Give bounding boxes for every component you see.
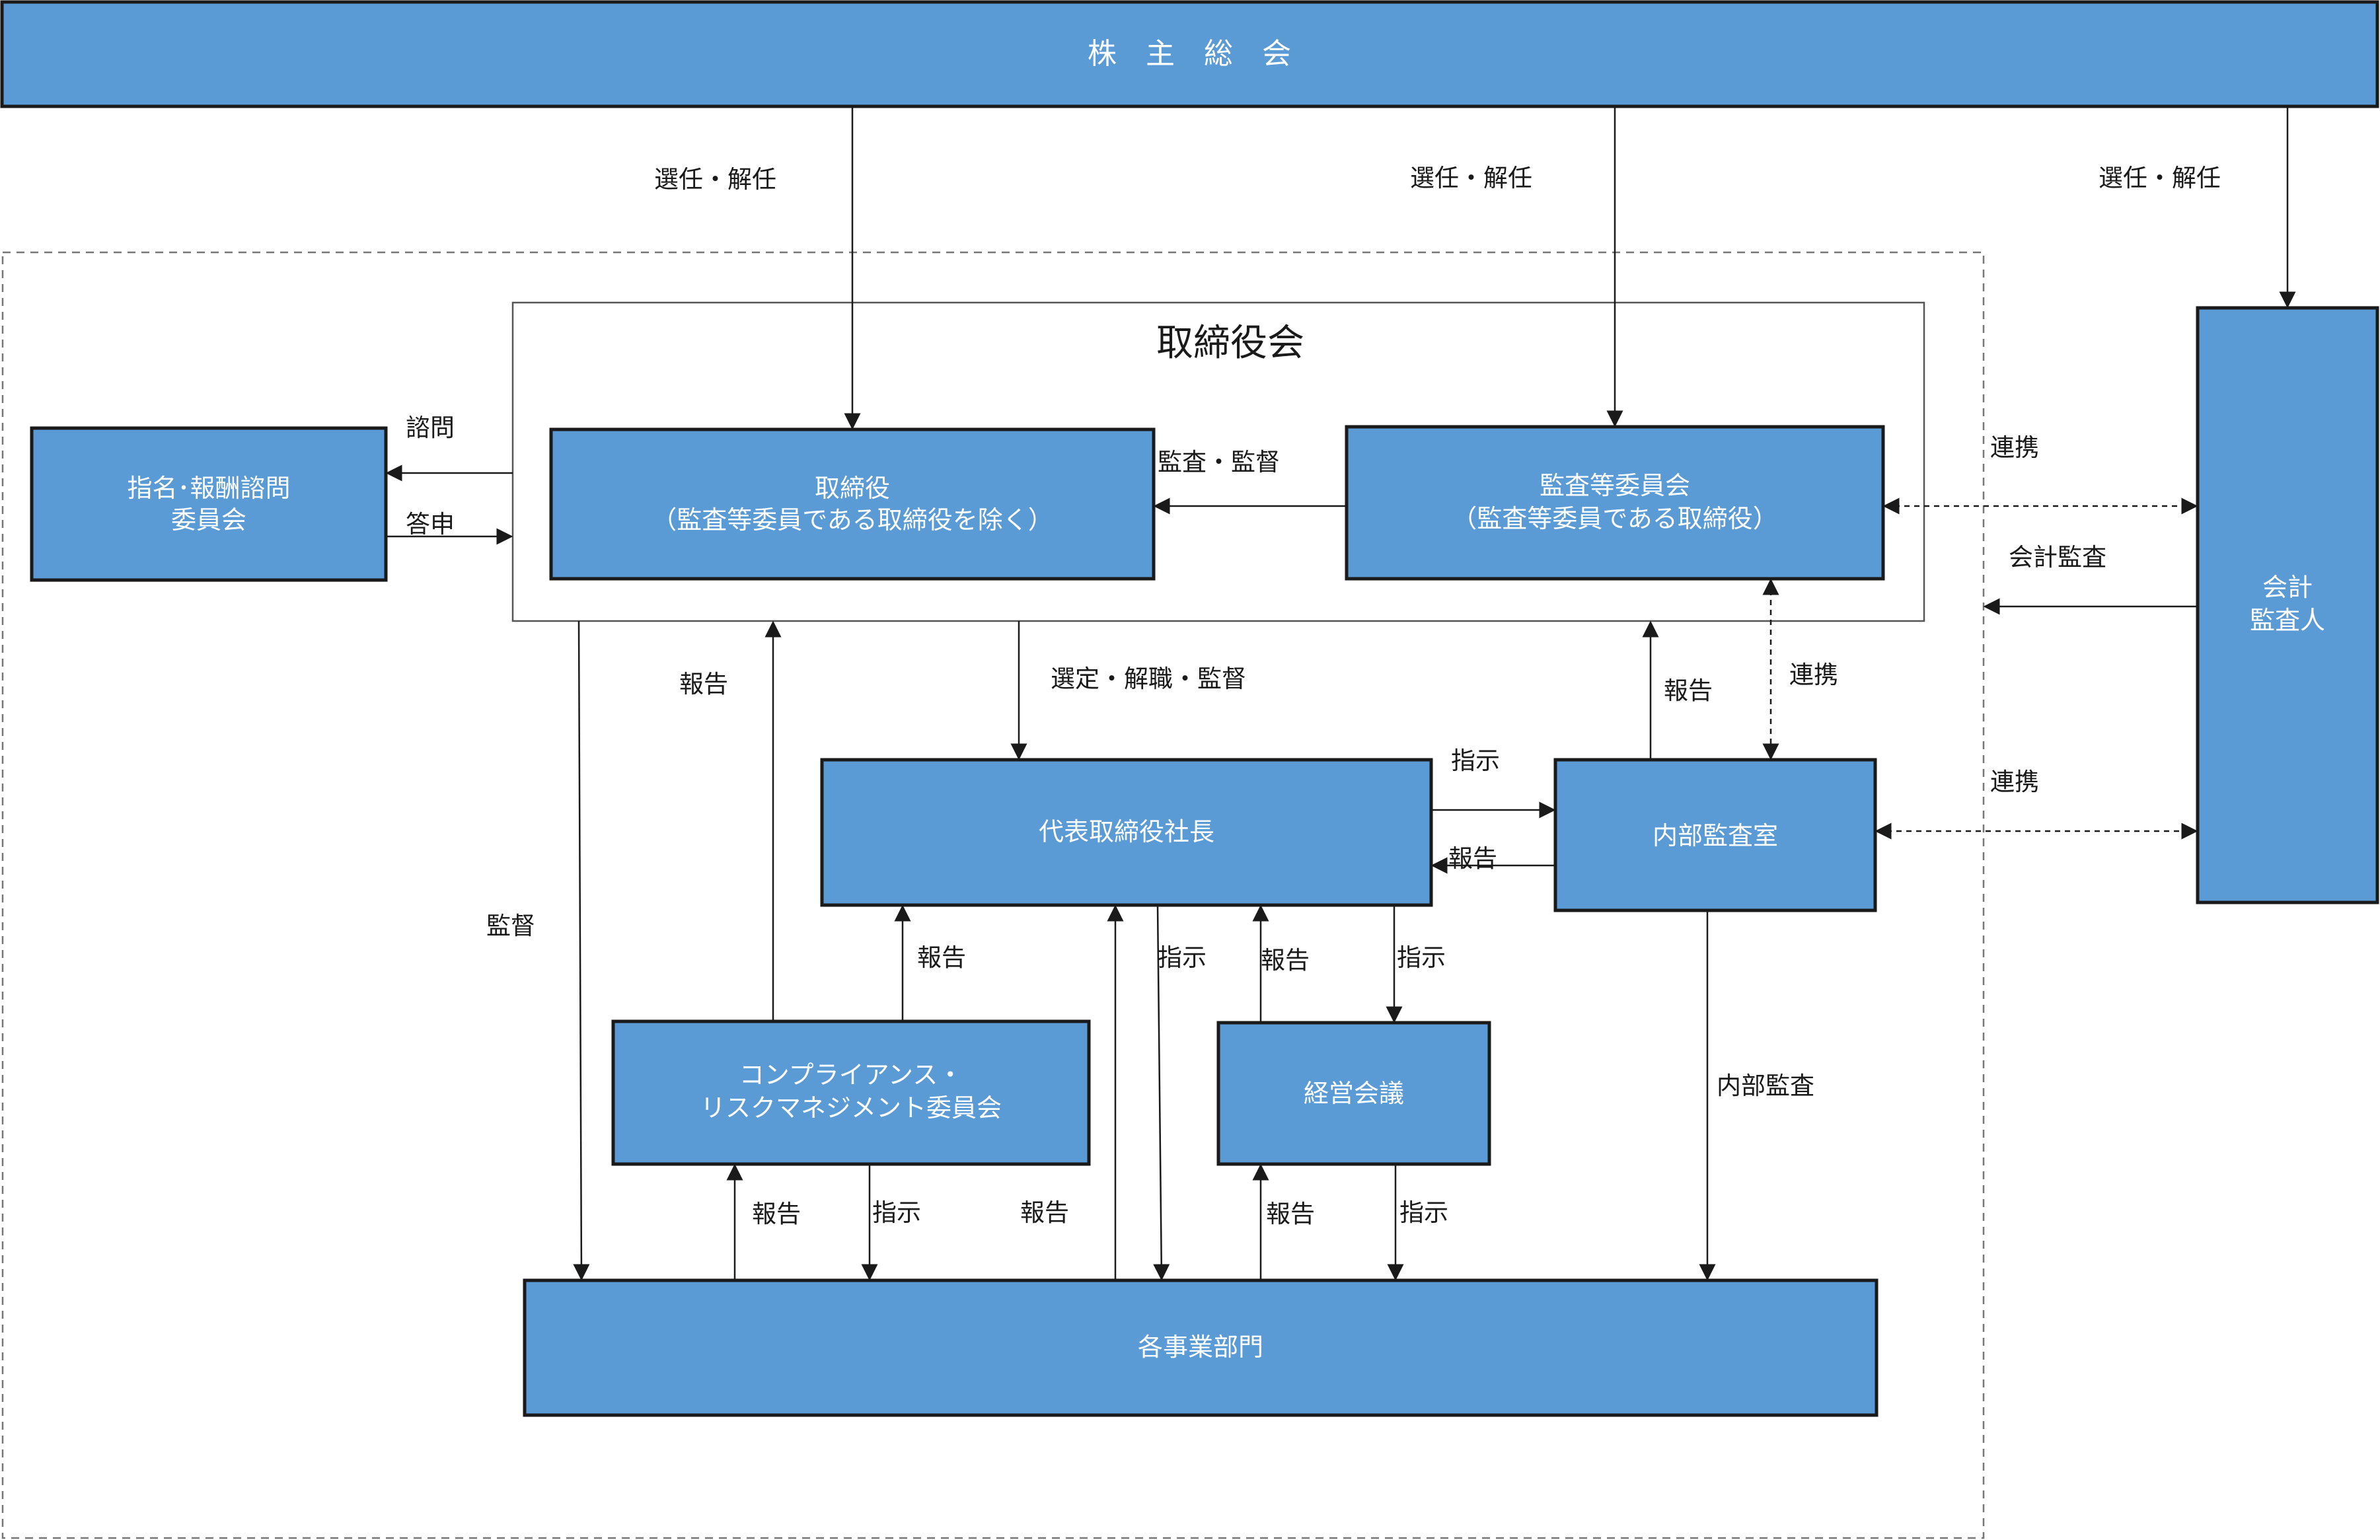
- management-meeting-label: 経営会議: [1304, 1079, 1404, 1108]
- instruct-compliance-business-label: 指示: [872, 1198, 921, 1227]
- consult-label: 諮問: [406, 414, 455, 442]
- president-business-instruct-arrow: [1153, 904, 1170, 1281]
- report-compliance-board-label: 報告: [679, 670, 728, 698]
- report-internal-president-label: 報告: [1448, 844, 1497, 873]
- supervise-business-label: 監督: [486, 912, 535, 940]
- report-business-management-label: 報告: [1266, 1200, 1315, 1228]
- report-compliance-president-label: 報告: [917, 943, 966, 972]
- directors-label-2: （監査等委員である取締役を除く）: [651, 505, 1053, 534]
- elect-directors-label: 選任・解任: [654, 165, 776, 194]
- board-frame: [511, 301, 1925, 622]
- internal-audit-business-label: 内部監査: [1717, 1072, 1814, 1100]
- compliance-committee-label-1: コンプライアンス・: [739, 1060, 963, 1089]
- audit-committee-box: 監査等委員会 （監査等委員である取締役）: [1345, 425, 1885, 581]
- nomination-committee-box: 指名･報酬諮問 委員会: [30, 426, 388, 582]
- accounting-audit-label: 会計監査: [2009, 543, 2106, 571]
- select-president-label: 選定・解職・監督: [1051, 665, 1246, 693]
- instruct-management-label: 指示: [1397, 943, 1446, 972]
- directors-label-1: 取締役: [815, 474, 890, 503]
- report-internal-board-label: 報告: [1664, 677, 1713, 705]
- elect-auditor-label: 選任・解任: [2099, 164, 2221, 192]
- cooperate-auditor-audit-label: 連携: [1990, 433, 2039, 462]
- internal-audit-box: 内部監査室: [1553, 758, 1877, 912]
- edge-labels: 選任・解任 選任・解任 選任・解任 諮問 答申 監査・監督 連携 会計監査 選定…: [406, 164, 2221, 1228]
- internal-audit-label: 内部監査室: [1653, 821, 1778, 850]
- president-box: 代表取締役社長: [820, 758, 1433, 907]
- audit-supervise-label: 監査・監督: [1158, 448, 1280, 476]
- report-management-president-label: 報告: [1261, 946, 1310, 974]
- connectors: [385, 106, 2296, 1281]
- accounting-auditor-box: 会計 監査人: [2196, 306, 2379, 904]
- elect-audit-label: 選任・解任: [1410, 164, 1532, 192]
- accounting-auditor-label-1: 会計: [2262, 573, 2313, 602]
- cooperate-internal-auditor-label: 連携: [1990, 768, 2039, 796]
- report-back-label: 答申: [406, 510, 455, 538]
- president-label: 代表取締役社長: [1039, 817, 1214, 846]
- board-title: 取締役会: [1156, 322, 1304, 365]
- instruct-internal-label: 指示: [1451, 747, 1500, 775]
- accounting-auditor-label-2: 監査人: [2250, 606, 2325, 635]
- business-divisions-label: 各事業部門: [1138, 1333, 1263, 1362]
- report-business-compliance-label: 報告: [752, 1200, 801, 1228]
- shareholders-meeting-box: 株 主 総 会: [0, 0, 2379, 108]
- nomination-committee-label-1: 指名･報酬諮問: [127, 474, 290, 503]
- report-business-president-label: 報告: [1020, 1198, 1069, 1227]
- nomination-committee-label-2: 委員会: [171, 505, 246, 534]
- business-divisions-box: 各事業部門: [523, 1278, 1878, 1417]
- instruct-business-direct-label: 指示: [1158, 943, 1207, 972]
- supervise-business-arrow: [573, 620, 590, 1281]
- audit-committee-label-1: 監査等委員会: [1540, 471, 1690, 500]
- audit-committee-label-2: （監査等委員である取締役）: [1452, 504, 1778, 533]
- cooperate-audit-internal-label: 連携: [1789, 661, 1838, 689]
- shareholders-meeting-label: 株 主 総 会: [1088, 37, 1291, 71]
- compliance-committee-box: コンプライアンス・ リスクマネジメント委員会: [611, 1019, 1091, 1166]
- directors-box: 取締役 （監査等委員である取締役を除く）: [549, 427, 1156, 581]
- management-meeting-box: 経営会議: [1216, 1021, 1491, 1166]
- compliance-committee-label-2: リスクマネジメント委員会: [700, 1093, 1002, 1122]
- instruct-management-business-label: 指示: [1399, 1198, 1448, 1227]
- company-boundary-frame: [1, 251, 1985, 1539]
